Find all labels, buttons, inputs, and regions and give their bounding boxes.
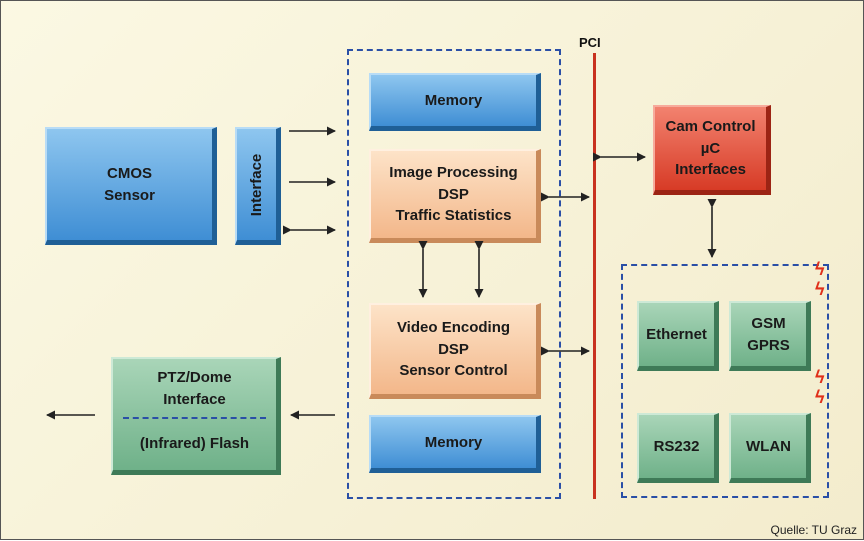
gsm-gprs-box: GSM GPRS <box>729 301 811 371</box>
rs232-box: RS232 <box>637 413 719 483</box>
source-credit: Quelle: TU Graz <box>770 523 857 537</box>
memory-top-box: Memory <box>369 73 541 131</box>
rs232-label: RS232 <box>653 437 700 455</box>
memory-bottom-label: Memory <box>424 433 483 451</box>
video-encoding-line1: Video Encoding <box>396 318 511 336</box>
cmos-sensor-box: CMOS Sensor <box>45 127 217 245</box>
cam-control-line1: Cam Control <box>665 117 756 135</box>
cam-control-box: Cam Control µC Interfaces <box>653 105 771 195</box>
wireless-lightning-icon-top: ϟ <box>815 259 825 279</box>
ptz-line1: PTZ/Dome <box>157 369 232 386</box>
cmos-label-line2: Sensor <box>104 186 155 204</box>
gsm-label: GSM <box>751 314 786 332</box>
cmos-label-line1: CMOS <box>107 164 152 182</box>
image-processing-box: Image Processing DSP Traffic Statistics <box>369 149 541 243</box>
ethernet-box: Ethernet <box>637 301 719 371</box>
dsp-group-frame <box>347 49 561 499</box>
communication-group-frame <box>621 264 829 498</box>
ptz-flash-box: PTZ/Dome Interface (Infrared) Flash <box>111 357 281 475</box>
ethernet-label: Ethernet <box>646 325 707 343</box>
ptz-divider-line <box>123 417 266 419</box>
image-processing-line2: DSP <box>438 185 469 203</box>
cam-control-line2: µC <box>700 139 721 157</box>
wireless-lightning-icon-mid: ϟ <box>815 367 825 387</box>
video-encoding-box: Video Encoding DSP Sensor Control <box>369 303 541 399</box>
video-encoding-line2: DSP <box>438 340 469 358</box>
wlan-label: WLAN <box>746 437 791 455</box>
image-processing-line1: Image Processing <box>389 163 518 181</box>
gprs-label: GPRS <box>747 336 790 354</box>
ptz-line2: Interface <box>163 390 226 408</box>
infrared-flash-label: (Infrared) Flash <box>139 435 250 452</box>
ptz-dome-interface-label: PTZ/Dome Interface <box>113 367 276 411</box>
video-encoding-line3: Sensor Control <box>399 362 508 380</box>
memory-bottom-box: Memory <box>369 415 541 473</box>
wireless-lightning-icon-mid2: ϟ <box>815 387 825 407</box>
image-processing-line3: Traffic Statistics <box>395 207 512 225</box>
interface-box: Interface <box>235 127 281 245</box>
wireless-lightning-icon-top2: ϟ <box>815 279 825 299</box>
cam-control-line3: Interfaces <box>675 161 746 179</box>
pci-bus-label: PCI <box>579 35 601 50</box>
memory-top-label: Memory <box>424 91 483 109</box>
pci-bus-line <box>593 53 596 499</box>
wlan-box: WLAN <box>729 413 811 483</box>
